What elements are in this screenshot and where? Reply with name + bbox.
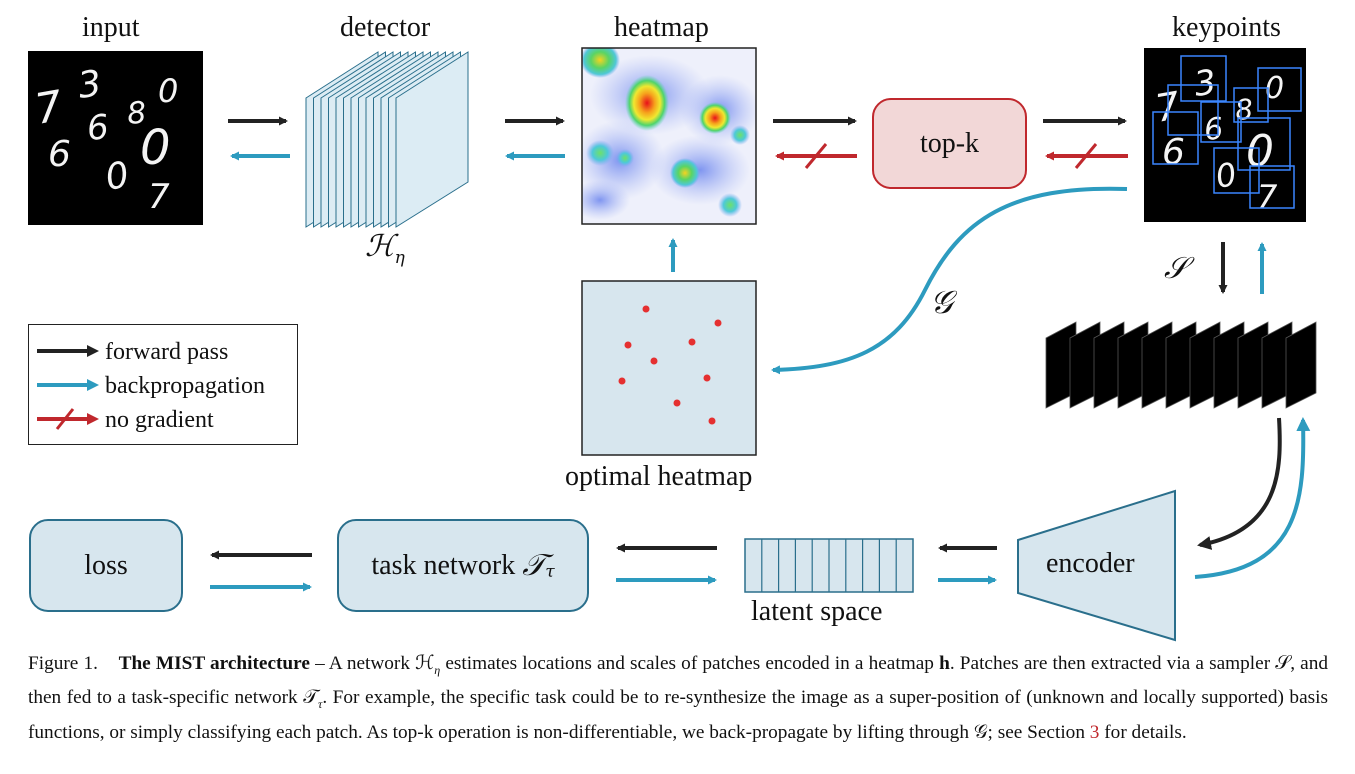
topk-box: [872, 98, 1027, 189]
optimal-point: [703, 374, 711, 382]
keypoint-box: [1257, 67, 1302, 112]
keypoint-box: [1249, 165, 1295, 209]
optimal-heatmap-label: optimal heatmap: [565, 461, 753, 492]
legend-forward-arrow-icon: [37, 345, 99, 357]
input-digit: 6: [48, 134, 71, 175]
legend-backprop-label: backpropagation: [105, 373, 265, 399]
legend-no-gradient-label: no gradient: [105, 407, 214, 433]
backprop-curve-encoder-patches: [1194, 417, 1311, 579]
keypoint-box: [1237, 117, 1291, 171]
caption-figure-number: Figure 1.: [28, 653, 98, 674]
legend-backprop-arrow-icon: [37, 379, 99, 391]
heatmap-image: [581, 47, 757, 225]
input-digit: 0: [140, 120, 171, 176]
legend-no-gradient: no gradient: [29, 405, 299, 435]
detector-stack: [305, 51, 469, 228]
patch-tile: [1285, 321, 1317, 409]
lifting-curve-arrow: [771, 186, 1128, 375]
loss-box: [29, 519, 183, 612]
encoder-trapezoid: [1017, 489, 1176, 642]
encoder-label: encoder: [1046, 548, 1135, 579]
optimal-point: [673, 399, 681, 407]
legend-no-gradient-arrow-icon: [37, 408, 99, 430]
optimal-heatmap-image: [581, 280, 757, 456]
input-digit: 8: [126, 95, 148, 132]
latent-space-label: latent space: [751, 596, 883, 627]
forward-curve-patches-encoder: [1197, 417, 1282, 550]
sampler-symbol: 𝒮: [1164, 251, 1188, 286]
optimal-point: [618, 377, 626, 385]
optimal-point: [688, 338, 696, 346]
optimal-point: [642, 305, 650, 313]
keypoint-digit: 7: [1257, 178, 1278, 216]
optimal-point: [708, 417, 716, 425]
legend: forward pass backpropagation no gradient: [28, 324, 298, 445]
input-digit: 6: [85, 107, 110, 149]
topk-label: top-k: [919, 127, 980, 159]
lifting-symbol: 𝒢: [930, 283, 953, 321]
task-network-box: [337, 519, 589, 612]
patch-strip: 68473646677: [1045, 321, 1317, 409]
legend-forward-label: forward pass: [105, 339, 229, 365]
keypoint-box: [1152, 111, 1199, 165]
loss-label: loss: [84, 549, 128, 581]
keypoint-digit: 0: [1265, 71, 1284, 106]
input-digit: 0: [158, 72, 178, 110]
optimal-point: [650, 357, 658, 365]
keypoint-box: [1213, 147, 1260, 194]
no-gradient-slash-2: [1074, 143, 1098, 169]
detector-symbol: ℋη: [365, 229, 405, 268]
optimal-point: [714, 319, 722, 327]
keypoint-box: [1167, 84, 1219, 136]
caption-title: The MIST architecture: [118, 653, 310, 674]
detector-layer: [395, 51, 469, 228]
optimal-point: [624, 341, 632, 349]
keypoint-digit: 6: [1203, 111, 1225, 148]
figure-caption: Figure 1. The MIST architecture – A netw…: [28, 653, 1329, 743]
latent-space-grid: [744, 538, 914, 593]
keypoint-digit: 6: [1162, 132, 1185, 173]
section-reference-link[interactable]: 3: [1089, 721, 1100, 743]
detector-label: detector: [340, 12, 431, 43]
keypoints-label: keypoints: [1172, 12, 1281, 43]
no-gradient-slash-1: [804, 143, 828, 169]
input-digit: 3: [76, 63, 104, 107]
keypoint-box: [1233, 87, 1269, 123]
heatmap-label: heatmap: [614, 12, 709, 43]
legend-forward: forward pass: [29, 337, 299, 367]
keypoint-box: [1180, 55, 1227, 102]
legend-backprop: backpropagation: [29, 371, 299, 401]
input-label: input: [82, 12, 140, 43]
input-digit: 7: [148, 177, 170, 217]
